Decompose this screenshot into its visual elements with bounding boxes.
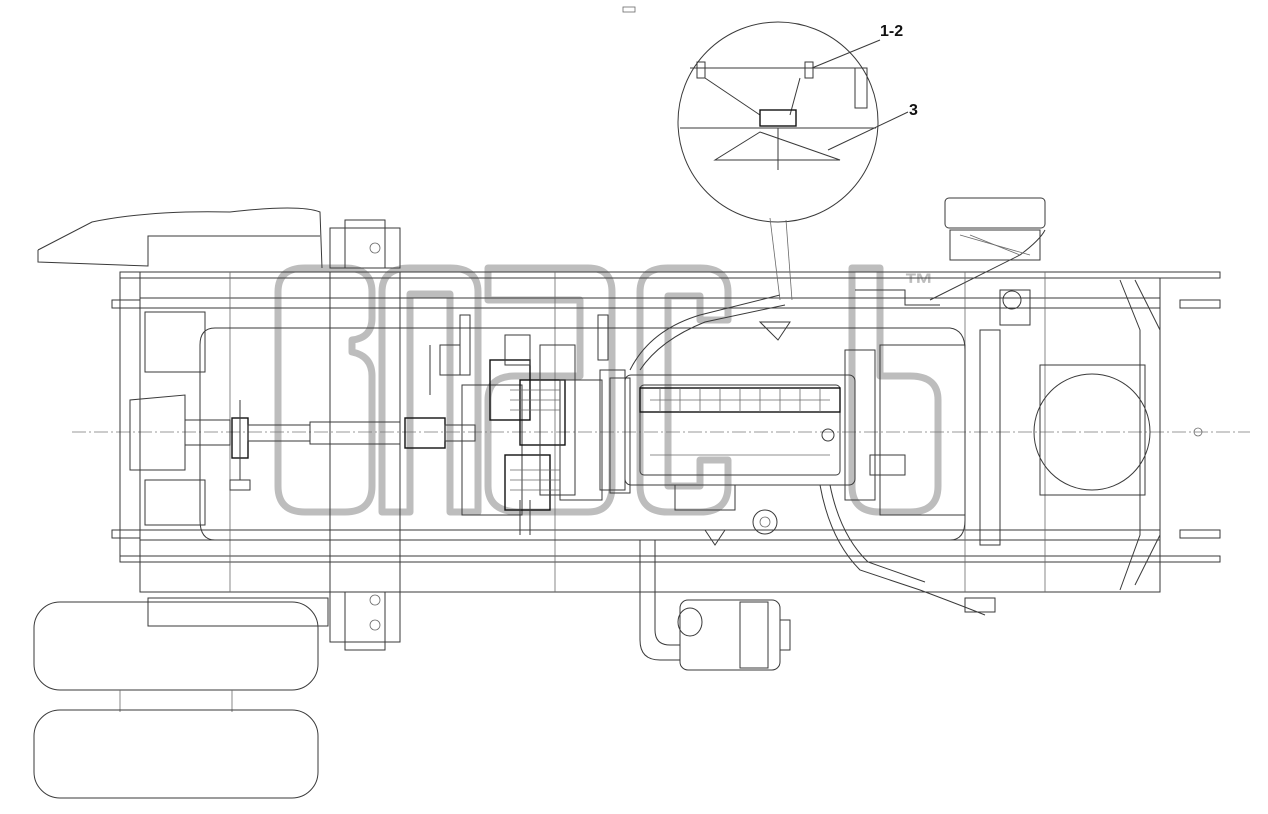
rear-tires	[33, 597, 329, 799]
frame-rails	[111, 271, 1221, 593]
top-filter-unit	[944, 197, 1046, 261]
air-filter-assembly	[639, 540, 791, 671]
radiator-section	[879, 279, 1161, 591]
hood-outline	[37, 207, 323, 269]
leader-line-1-2	[811, 39, 881, 69]
engine-bay-outline	[199, 327, 966, 541]
cross-members	[144, 219, 1046, 651]
hose-lines	[629, 229, 1046, 616]
trademark-mark: ™	[904, 268, 934, 301]
leader-line-3	[827, 111, 909, 151]
center-mark	[1193, 427, 1203, 437]
engine-block	[609, 349, 906, 546]
transmission-cluster	[429, 314, 626, 535]
driveshaft	[129, 394, 476, 491]
callout-label-3: 3	[909, 102, 918, 119]
header-glyph	[622, 6, 636, 13]
watermark-logo: ™	[274, 264, 942, 516]
callout-label-1-2: 1-2	[880, 23, 903, 40]
detail-magnifier	[677, 21, 879, 341]
